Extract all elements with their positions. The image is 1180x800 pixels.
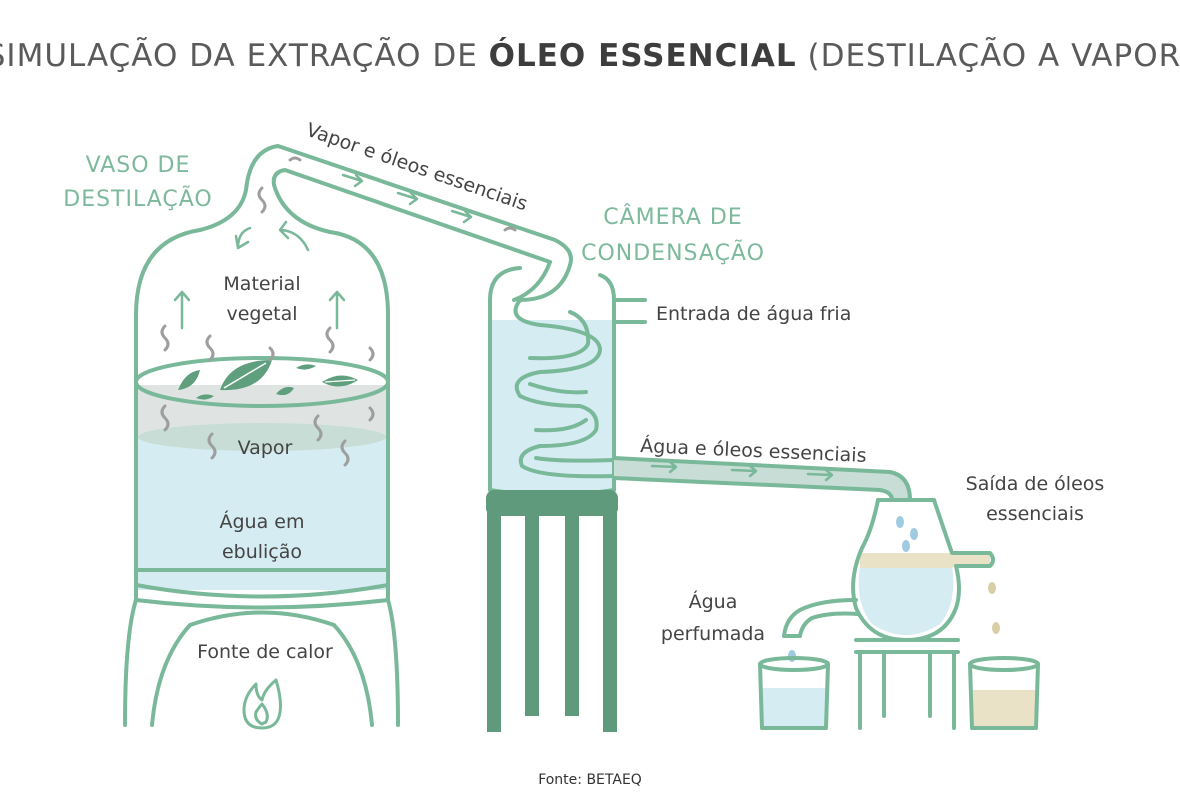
title-part1: SIMULAÇÃO DA EXTRAÇÃO DE — [0, 38, 489, 74]
drop — [902, 540, 910, 552]
condenser-coil-outer — [513, 263, 616, 479]
arrow-icon — [341, 173, 473, 224]
vessel-outline-left — [134, 144, 573, 587]
vapor-surface — [138, 423, 386, 451]
water-label-line1: Água em — [220, 510, 305, 533]
title-part2: (DESTILAÇÃO A VAPOR) — [797, 38, 1180, 74]
arrow-icon — [173, 220, 346, 330]
condenser-coil-inner — [512, 260, 616, 463]
drop — [896, 516, 904, 528]
leaf-icon — [220, 360, 272, 391]
perfumed-water-label-line2: perfumada — [661, 623, 765, 645]
water-label-line2: ebulição — [222, 541, 302, 563]
heat-source-label: Fonte de calor — [197, 641, 333, 663]
beaker-oil — [968, 656, 1040, 730]
leaf-icon — [178, 370, 200, 390]
flame-icon — [242, 678, 282, 730]
condenser-stand-leg — [565, 512, 579, 716]
material-label-line2: vegetal — [226, 303, 297, 325]
source-note: Fonte: BETAEQ — [538, 772, 642, 788]
steam-icon — [160, 156, 517, 467]
leaf-icon — [296, 364, 316, 370]
vessel-outline-right — [271, 168, 552, 587]
leaf-icon — [276, 386, 294, 396]
condenser-stand-leg — [525, 512, 539, 716]
beaker-water — [758, 656, 830, 730]
flask-stand — [854, 638, 960, 730]
water-inlet-label: Entrada de água fria — [656, 303, 851, 325]
page-title: SIMULAÇÃO DA EXTRAÇÃO DE ÓLEO ESSENCIAL … — [0, 37, 1180, 74]
title-bold: ÓLEO ESSENCIAL — [489, 37, 797, 74]
oil-outlet-label-line2: essenciais — [986, 503, 1084, 525]
water-inlet-pipe — [612, 298, 647, 324]
distillation-vessel — [134, 144, 573, 599]
vessel-bottom — [134, 583, 390, 599]
flask-side-arm — [782, 598, 860, 638]
heat-source-stand — [123, 568, 400, 727]
drop — [992, 622, 1000, 634]
oil-outlet-label-line1: Saída de óleos — [966, 473, 1105, 495]
vapor-label: Vapor — [238, 437, 293, 459]
condenser-stand-leg — [487, 512, 501, 732]
condenser-stand-leg — [603, 512, 617, 732]
camera-heading-line1: CÂMERA DE — [603, 204, 743, 230]
drop — [788, 650, 796, 662]
condensation-chamber — [486, 260, 647, 732]
camera-heading-line2: CONDENSAÇÃO — [581, 239, 765, 266]
vaso-heading-line2: DESTILAÇÃO — [63, 185, 213, 212]
flask-body — [851, 498, 995, 642]
leaf-icon — [322, 375, 358, 387]
separator-flask — [782, 498, 1000, 730]
condenser-stand-top — [486, 490, 618, 516]
material-label-line1: Material — [223, 273, 300, 295]
drop — [910, 528, 918, 540]
leaf-icon — [196, 394, 214, 400]
perfumed-water-label-line1: Água — [689, 590, 738, 613]
drop — [988, 582, 996, 594]
vaso-heading-line1: VASO DE — [86, 153, 191, 178]
